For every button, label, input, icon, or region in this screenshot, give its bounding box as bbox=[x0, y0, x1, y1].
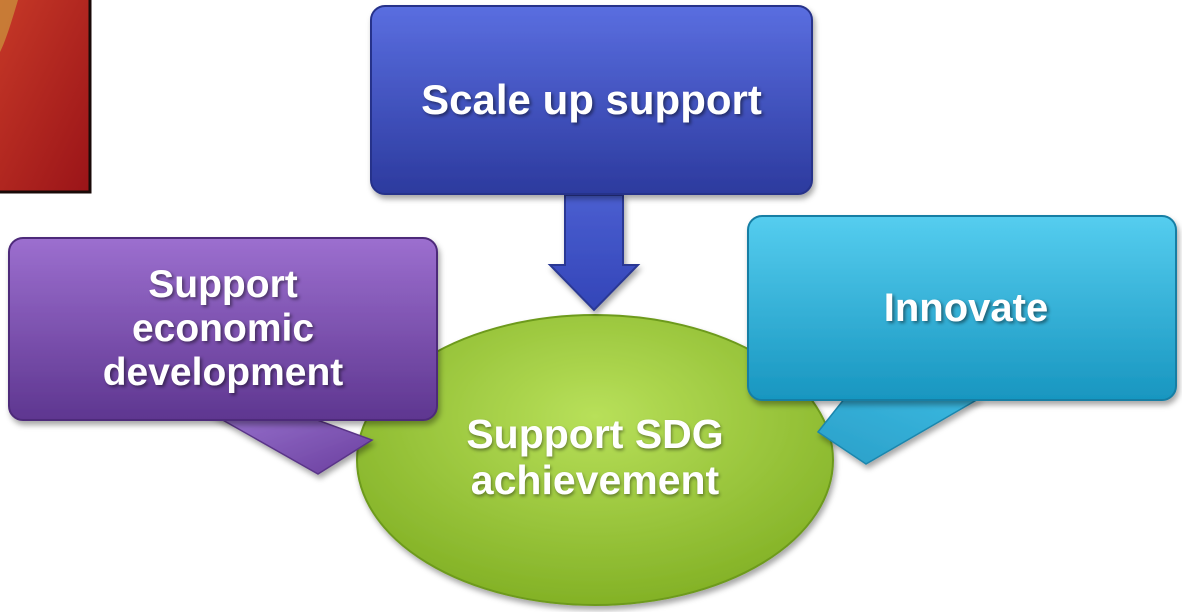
down-arrow bbox=[547, 194, 641, 312]
left-box bbox=[8, 237, 438, 421]
top-box-label: Scale up support bbox=[421, 76, 762, 124]
center-oval bbox=[356, 314, 834, 606]
left-box-line-2: economic bbox=[131, 307, 315, 351]
corner-image bbox=[0, 0, 92, 194]
center-label: Support SDG achievement bbox=[400, 408, 790, 508]
right-box-label: Innovate bbox=[883, 285, 1049, 330]
left-box-label: Support economic development bbox=[9, 238, 437, 420]
top-box bbox=[370, 5, 813, 195]
right-callout-pointer bbox=[816, 397, 983, 465]
left-box-line-3: development bbox=[102, 350, 344, 394]
left-box-line-1: Support bbox=[148, 263, 298, 307]
center-line-1: Support SDG bbox=[466, 411, 724, 458]
center-line-2: achievement bbox=[470, 457, 720, 503]
right-box bbox=[747, 215, 1177, 401]
